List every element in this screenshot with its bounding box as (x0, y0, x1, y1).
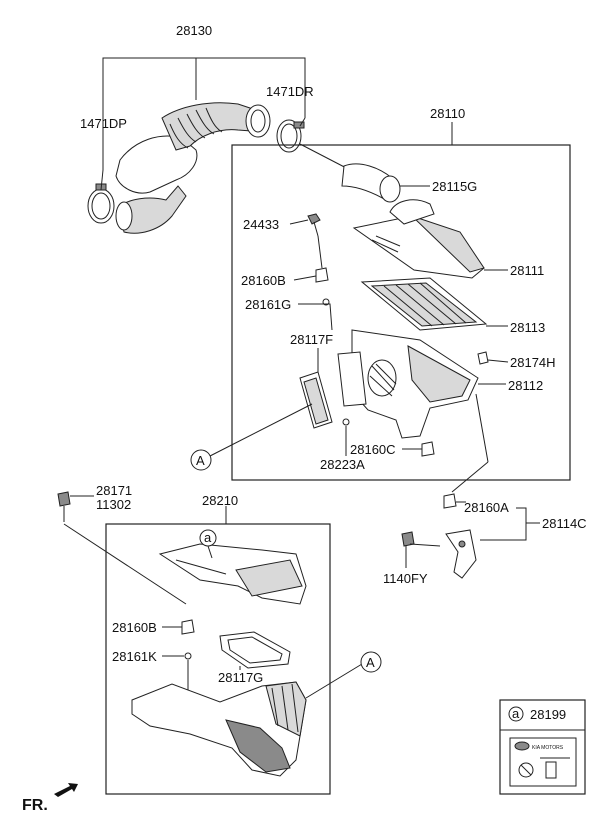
front-direction-indicator (54, 783, 78, 797)
gasket-28117g (219, 631, 291, 669)
callout-a-big-1-text: A (196, 453, 205, 468)
label-28199: 28199 (530, 707, 566, 722)
bolt-1140fy (401, 531, 441, 547)
filter-pictogram-icon (545, 761, 557, 779)
label-28114c: 28114C (542, 516, 587, 531)
label-28117f: 28117F (290, 332, 333, 347)
label-24433: 24433 (243, 217, 279, 232)
label-28210: 28210 (202, 493, 238, 508)
lower-body-28112 (337, 329, 479, 439)
label-28130: 28130 (176, 23, 212, 38)
label-28160b-top: 28160B (241, 273, 286, 288)
brand-text: KIA MOTORS (532, 745, 564, 751)
callout-a-small-text: a (204, 530, 212, 545)
label-28112: 28112 (508, 378, 543, 393)
resonator-lower (131, 681, 307, 777)
label-28223a: 28223A (320, 457, 365, 472)
duct-28115g (341, 163, 401, 203)
grommet-28160b-top (315, 267, 329, 283)
legend-box-28199 (499, 699, 586, 795)
label-28160c: 28160C (350, 442, 396, 457)
bracket-28174h (477, 351, 489, 365)
filter-28117f (299, 371, 333, 429)
label-28161k: 28161K (112, 649, 157, 664)
callout-a-big-1 (190, 449, 212, 471)
label-28161g: 28161G (245, 297, 291, 312)
label-28111: 28111 (510, 263, 544, 278)
legend-callout-a-text: a (512, 706, 520, 721)
label-28174h: 28174H (510, 355, 556, 370)
bracket-28114c (445, 529, 477, 579)
callout-a-big-2-text: A (366, 655, 375, 670)
label-28115g: 28115G (432, 179, 477, 194)
legend-callout-a (508, 706, 524, 722)
label-11302: 11302 (96, 497, 131, 512)
warning-label-28199: KIA MOTORS (509, 737, 577, 787)
grommet-28160a (443, 493, 457, 509)
label-28171: 28171 (96, 483, 132, 498)
front-arrow-icon (54, 783, 78, 797)
upper-cover-28111 (352, 199, 485, 279)
clip-28161k (184, 652, 192, 660)
bolt-28171 (57, 491, 71, 522)
grommet-28160b-bottom (181, 619, 195, 635)
callout-a-big-2 (360, 651, 382, 673)
resonator-upper (158, 543, 307, 605)
clip-28223a (342, 418, 350, 426)
label-1471dr: 1471DR (266, 84, 314, 99)
filter-element-28113 (360, 277, 488, 331)
label-28113: 28113 (510, 320, 545, 335)
label-1140fy: 1140FY (383, 571, 428, 586)
grommet-28160c (421, 441, 435, 457)
label-28160a: 28160A (464, 500, 509, 515)
front-label: FR. (22, 797, 48, 814)
label-28160b-bottom: 28160B (112, 620, 157, 635)
brand-logo-icon (514, 741, 530, 751)
label-1471dp: 1471DP (80, 116, 127, 131)
assembly-box-28210 (105, 523, 331, 795)
intake-hose-group (87, 57, 306, 234)
assembly-box-28110 (231, 144, 571, 481)
label-28110: 28110 (430, 106, 465, 121)
bolt-24433 (307, 213, 321, 237)
label-28117g: 28117G (218, 670, 263, 685)
